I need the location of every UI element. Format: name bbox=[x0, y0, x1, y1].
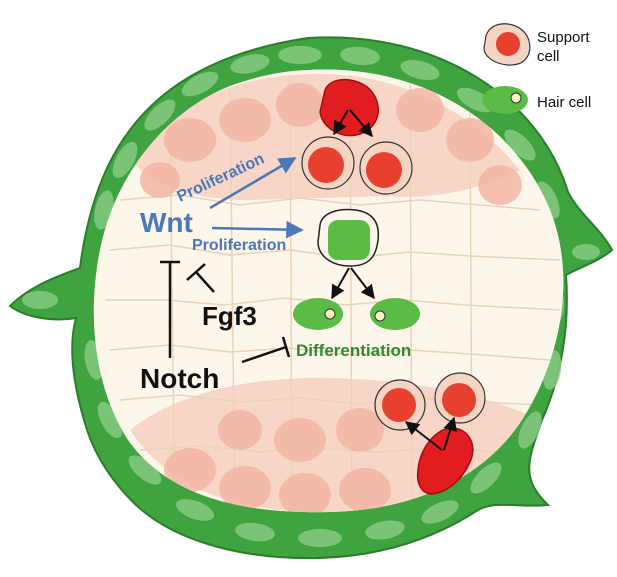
support-cell-daughter-lower-left bbox=[374, 379, 426, 431]
support-cell-daughter-lower-right bbox=[434, 372, 486, 424]
fgf3-inhibits-wnt-line bbox=[195, 271, 215, 293]
fgf3-label: Fgf3 bbox=[202, 301, 257, 331]
proliferation-label-lower: Proliferation bbox=[192, 237, 286, 254]
hair-cell-progenitor bbox=[317, 208, 380, 267]
legend: Support cell Hair cell bbox=[482, 23, 591, 114]
legend-support-cell-label-line1: Support bbox=[537, 29, 590, 46]
division-arrows-bottom bbox=[404, 416, 457, 451]
notch-inhibits-differentiation-line bbox=[241, 345, 287, 364]
inhibition-edges bbox=[160, 260, 291, 364]
fgf3-inhibits-wnt-bar bbox=[186, 263, 206, 281]
proliferating-support-cell-bottom bbox=[416, 427, 474, 495]
epithelial-cells bbox=[22, 46, 600, 547]
legend-support-cell-icon bbox=[483, 23, 531, 66]
division-arrows-center bbox=[331, 267, 375, 300]
hair-cell-right bbox=[370, 298, 420, 330]
support-cell-daughter-left bbox=[301, 136, 355, 190]
differentiation-label: Differentiation bbox=[296, 341, 411, 360]
legend-hair-cell-label: Hair cell bbox=[537, 94, 591, 111]
wnt-label: Wnt bbox=[140, 207, 193, 238]
support-cell-daughter-right bbox=[359, 141, 413, 195]
wnt-arrows bbox=[209, 156, 304, 239]
notch-inhibits-differentiation-bar bbox=[281, 336, 291, 358]
hair-cell-left bbox=[293, 298, 343, 330]
legend-hair-cell-icon bbox=[482, 86, 528, 114]
notch-label: Notch bbox=[140, 363, 219, 394]
division-arrows-top bbox=[333, 109, 373, 138]
legend-support-cell-label-line2: cell bbox=[537, 48, 560, 65]
